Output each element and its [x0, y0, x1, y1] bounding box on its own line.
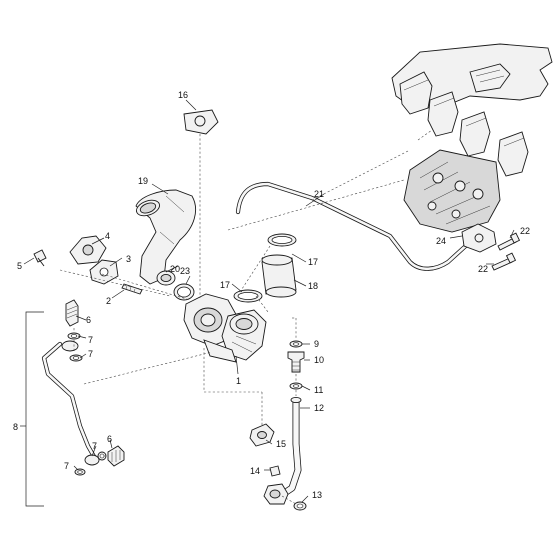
dashed-assembly-lines [59, 129, 433, 505]
callout-21: 21 [314, 189, 324, 199]
part-19-hose [135, 189, 196, 285]
callout-17-lower: 17 [220, 280, 230, 290]
part-13-clamp [293, 501, 307, 511]
callout-1: 1 [236, 376, 241, 386]
part-7-washer-c [74, 468, 86, 476]
callout-22-upper: 22 [520, 226, 530, 236]
part-5-screw [33, 249, 47, 267]
callout-14: 14 [250, 466, 260, 476]
callout-11: 11 [314, 385, 323, 395]
callout-6-upper: 6 [86, 315, 91, 325]
part-20-hose-clamp [156, 270, 176, 286]
part-16-gasket [183, 109, 219, 135]
part-6-banjo-bolt-lower [107, 445, 125, 467]
part-17-ring-upper [267, 233, 297, 247]
callout-6-lower: 6 [107, 434, 112, 444]
callout-13: 13 [312, 490, 322, 500]
part-14-bolt [269, 465, 281, 477]
leader-lines [20, 99, 515, 507]
part-3-gasket [89, 259, 119, 285]
part-2-stud [121, 283, 143, 295]
callout-16: 16 [178, 90, 188, 100]
part-21-oil-return-pipe [235, 181, 473, 271]
part-1-turbocharger [183, 293, 267, 363]
callout-17-upper: 17 [308, 257, 318, 267]
part-17-ring-lower [233, 289, 263, 303]
callout-12: 12 [314, 403, 324, 413]
callout-7-b: 7 [88, 349, 93, 359]
callout-20: 20 [170, 264, 180, 274]
part-11-washer [289, 382, 303, 390]
return-hose-end-fitting [263, 483, 289, 505]
callout-22-lower: 22 [478, 264, 488, 274]
part-9-washer [289, 340, 303, 348]
callout-10: 10 [314, 355, 324, 365]
callout-23: 23 [180, 266, 190, 276]
callout-3: 3 [126, 254, 131, 264]
part-4-elbow-flange [69, 235, 107, 265]
part-23-o-ring [173, 283, 195, 301]
callout-labels: 1 2 3 4 5 6 6 7 7 7 7 8 9 10 11 12 13 14… [13, 90, 530, 500]
part-22-bolts [491, 232, 521, 271]
callout-7-c: 7 [92, 441, 97, 451]
callout-7-a: 7 [88, 335, 93, 345]
part-6-banjo-bolt-upper [65, 299, 79, 327]
part-15-connector [249, 423, 275, 447]
callout-4: 4 [105, 231, 110, 241]
exhaust-manifold [391, 43, 553, 177]
callout-7-d: 7 [64, 461, 69, 471]
callout-5: 5 [17, 261, 22, 271]
part-18-sleeve [261, 254, 297, 298]
callout-24: 24 [436, 236, 446, 246]
part-10-adapter-fitting [287, 351, 305, 373]
part-12-return-hose [276, 396, 302, 500]
callout-15: 15 [276, 439, 286, 449]
part-8-oil-feed-pipe [41, 341, 99, 463]
callout-18: 18 [308, 281, 318, 291]
callout-9: 9 [314, 339, 319, 349]
part-7-washer-a [67, 332, 81, 340]
cylinder-head [403, 149, 501, 233]
part-24-flange [461, 223, 497, 253]
callout-19: 19 [138, 176, 148, 186]
banjo-fitting-lower [84, 454, 100, 466]
callout-2: 2 [106, 296, 111, 306]
part-7-washer-b [69, 354, 83, 362]
banjo-fitting-upper [61, 340, 79, 352]
callout-8: 8 [13, 422, 18, 432]
